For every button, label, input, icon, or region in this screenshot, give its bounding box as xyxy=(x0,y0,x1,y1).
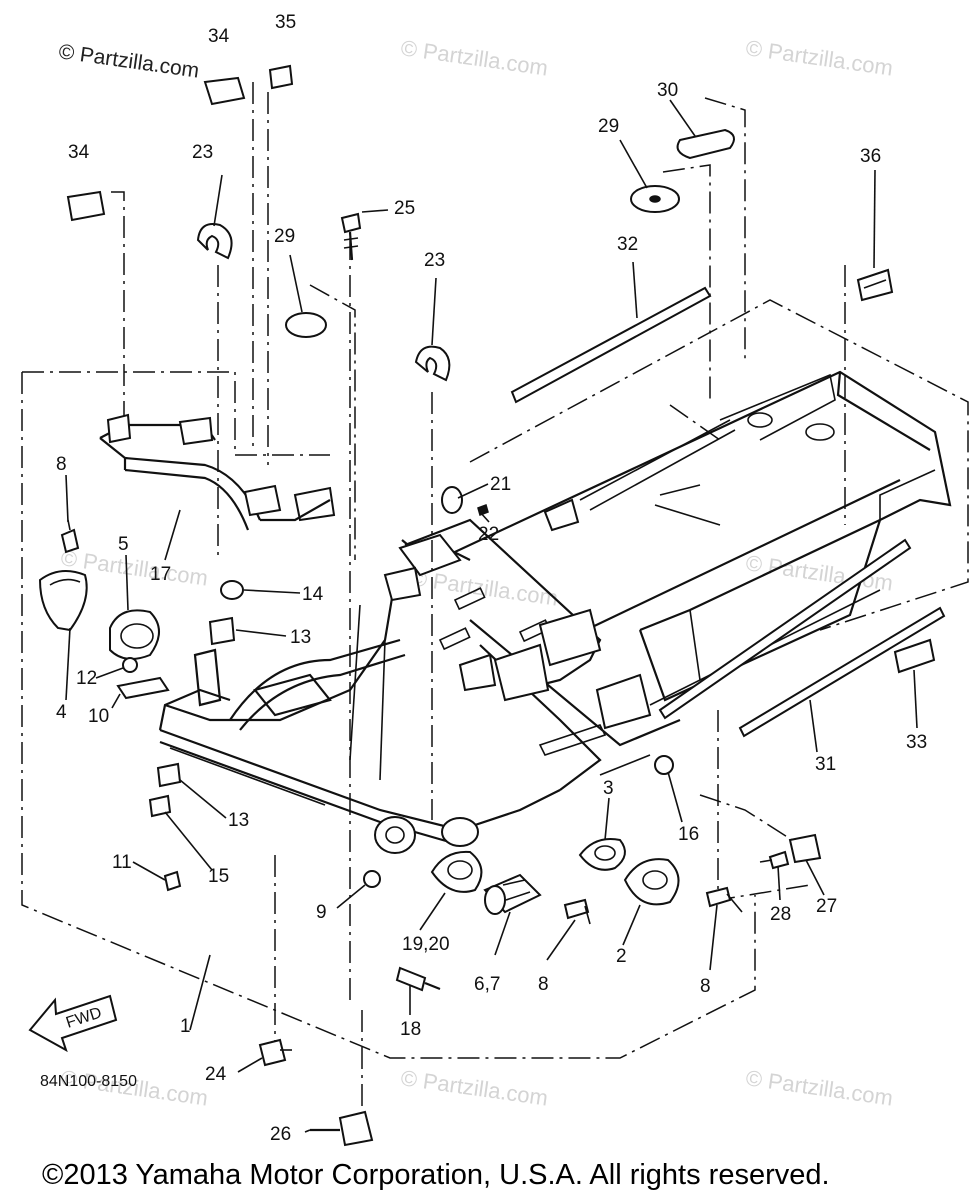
callout-11: 11 xyxy=(112,852,132,873)
watermark: © Partzilla.com xyxy=(744,1065,894,1110)
plate-30 xyxy=(676,128,735,160)
strip-32 xyxy=(510,286,712,404)
housing-2 xyxy=(623,858,680,906)
washer-29 xyxy=(285,312,327,338)
callout-1: 1 xyxy=(180,1016,191,1037)
clip-23 xyxy=(196,223,233,260)
callout-29: 29 xyxy=(274,226,295,247)
callout-27: 27 xyxy=(816,896,837,917)
copyright-footer: ©2013 Yamaha Motor Corporation, U.S.A. A… xyxy=(42,1159,830,1191)
strip-33 xyxy=(738,606,946,738)
bracket-4 xyxy=(38,570,88,632)
callout-32: 32 xyxy=(617,234,638,255)
callout-19-20: 19,20 xyxy=(402,934,450,955)
callout-30: 30 xyxy=(657,80,678,101)
callout-24: 24 xyxy=(205,1064,227,1085)
rubber-block-34b xyxy=(66,190,106,222)
bushing-13 xyxy=(208,616,236,646)
bushing-15 xyxy=(148,794,172,818)
callout-14: 14 xyxy=(302,584,324,605)
callout-13: 13 xyxy=(290,627,311,648)
frame-body xyxy=(158,370,952,854)
callout-36: 36 xyxy=(860,146,881,167)
callout-8: 8 xyxy=(56,454,67,475)
callout-10: 10 xyxy=(88,706,109,727)
strip-31 xyxy=(658,538,912,720)
callout-23: 23 xyxy=(424,250,445,271)
watermark: © Partzilla.com xyxy=(399,1065,549,1110)
callout-33: 33 xyxy=(906,732,927,753)
callout-6-7: 6,7 xyxy=(474,974,500,995)
bushing-14 xyxy=(220,580,244,600)
callout-31: 31 xyxy=(815,754,836,775)
callout-16: 16 xyxy=(678,824,699,845)
collar-19-20 xyxy=(430,850,483,893)
callout-4: 4 xyxy=(56,702,67,723)
callout-29: 29 xyxy=(598,116,619,137)
callout-21: 21 xyxy=(490,474,511,495)
callout-34: 34 xyxy=(208,26,230,47)
callout-3: 3 xyxy=(603,778,614,799)
callout-34: 34 xyxy=(68,142,90,163)
callout-25: 25 xyxy=(394,198,415,219)
callout-35: 35 xyxy=(275,12,296,33)
bracket-5 xyxy=(109,609,160,660)
clip-23b xyxy=(414,345,451,382)
callout-22: 22 xyxy=(478,524,499,545)
callout-labels: 34 35 34 23 29 25 23 30 29 32 36 21 22 8… xyxy=(56,12,927,1145)
watermark: © Partzilla.com xyxy=(399,35,549,80)
diagram-code: 84N100-8150 xyxy=(40,1073,137,1090)
callout-8: 8 xyxy=(538,974,549,995)
watermark: © Partzilla.com xyxy=(57,40,200,82)
callout-15: 15 xyxy=(208,866,229,887)
leader-lines xyxy=(111,82,846,1110)
callout-8: 8 xyxy=(700,976,711,997)
fwd-arrow: FWD xyxy=(28,994,118,1053)
plate-3 xyxy=(578,838,626,871)
cube-35 xyxy=(268,64,294,90)
callout-13: 13 xyxy=(228,810,249,831)
callout-leaders xyxy=(65,99,918,1133)
rubber-block-34 xyxy=(203,76,246,106)
callout-5: 5 xyxy=(118,534,129,555)
bushing-13b xyxy=(156,762,182,788)
watermark: © Partzilla.com xyxy=(744,35,894,80)
callout-2: 2 xyxy=(616,946,627,967)
callout-12: 12 xyxy=(76,668,97,689)
callout-28: 28 xyxy=(770,904,791,925)
callout-17: 17 xyxy=(150,564,171,585)
callout-26: 26 xyxy=(270,1124,291,1145)
part-shapes xyxy=(38,64,946,1147)
callout-9: 9 xyxy=(316,902,327,923)
callout-18: 18 xyxy=(400,1019,421,1040)
callout-23: 23 xyxy=(192,142,213,163)
tag-36 xyxy=(856,268,894,302)
